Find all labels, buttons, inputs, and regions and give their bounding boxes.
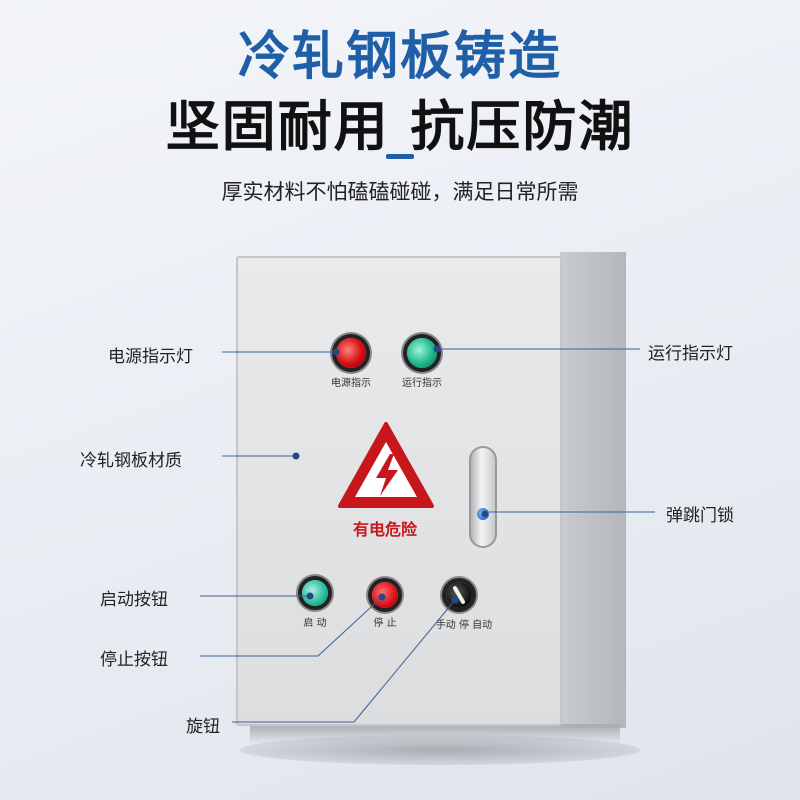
tagline: 厚实材料不怕磕磕碰碰，满足日常所需: [221, 180, 579, 204]
callout-run-lamp: 运行指示灯: [648, 344, 733, 364]
callout-material: 冷轧钢板材质: [80, 451, 182, 471]
warning-label: 有电危险: [352, 520, 417, 539]
divider: [386, 154, 414, 159]
power-indicator-lamp: [336, 338, 366, 368]
run-indicator-lamp: [407, 338, 437, 368]
power-lamp-caption: 电源指示: [331, 378, 371, 389]
stop-caption: 停 止: [373, 618, 397, 629]
cabinet-side: [560, 252, 626, 728]
callout-knob: 旋钮: [186, 717, 220, 737]
start-button[interactable]: [302, 580, 328, 606]
headline-title: 冷轧钢板铸造: [237, 27, 562, 87]
callout-door-lock: 弹跳门锁: [666, 506, 734, 526]
high-voltage-warning-icon: [338, 422, 434, 508]
callout-start-button: 启动按钮: [100, 590, 168, 610]
spring-door-lock[interactable]: [469, 446, 497, 548]
callout-power-lamp: 电源指示灯: [108, 347, 193, 367]
headline-subtitle: 坚固耐用 抗压防潮: [165, 95, 635, 158]
stop-button[interactable]: [372, 582, 398, 608]
knob-indicator-icon: [453, 586, 465, 604]
selector-caption: 手动 停 自动: [435, 620, 493, 631]
start-caption: 启 动: [303, 618, 327, 629]
cabinet-bottom: [250, 724, 620, 744]
callout-stop-button: 停止按钮: [100, 650, 168, 670]
run-lamp-caption: 运行指示: [402, 378, 442, 389]
